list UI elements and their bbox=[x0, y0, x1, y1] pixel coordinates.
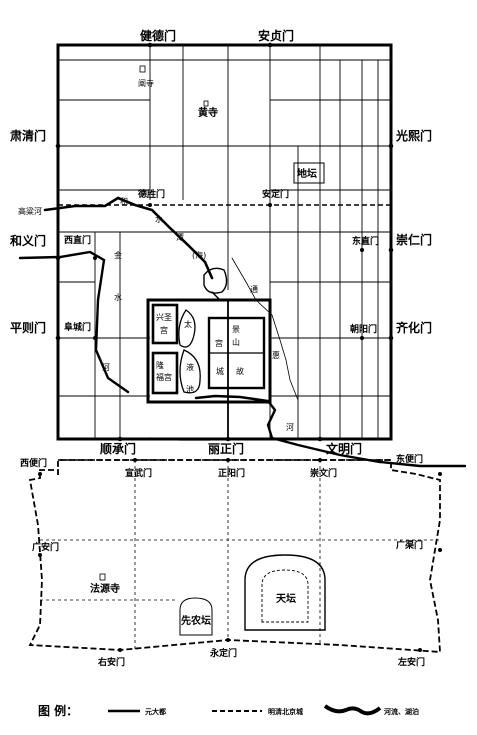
place-huangsi: 黄寺 bbox=[198, 106, 218, 119]
legend: 图 例： 元大都 明清北京城 河流、湖泊 bbox=[38, 703, 419, 718]
water-labels: 金 水 河 积 水 潭 (海) 通 惠 河 bbox=[102, 196, 294, 432]
gate-guangqu: 广渠门 bbox=[396, 539, 423, 551]
svg-text:积: 积 bbox=[120, 196, 128, 206]
gate-desheng: 德胜门 bbox=[138, 188, 165, 200]
place-xingsheng-2: 宫 bbox=[160, 325, 168, 335]
legend-yuan: 元大都 bbox=[145, 707, 166, 716]
gate-xizhi: 西直门 bbox=[64, 234, 91, 246]
yuan-dadu-wall bbox=[56, 43, 393, 441]
gate-lizheng: 丽正门 bbox=[208, 441, 244, 456]
place-xiannongtan: 先农坛 bbox=[181, 614, 211, 627]
svg-text:河: 河 bbox=[102, 362, 110, 372]
place-longfu-2: 福宫 bbox=[156, 372, 172, 382]
svg-text:通: 通 bbox=[250, 284, 258, 294]
gate-markers bbox=[38, 42, 442, 652]
gate-pingze: 平则门 bbox=[10, 320, 46, 335]
yuan-street-grid bbox=[58, 45, 391, 439]
ditan-altar bbox=[293, 162, 325, 184]
svg-text:金: 金 bbox=[114, 250, 122, 260]
gate-youan: 右安门 bbox=[97, 656, 125, 668]
gate-suqing: 肃清门 bbox=[10, 128, 46, 143]
gate-zuoan: 左安门 bbox=[397, 656, 425, 668]
legend-title: 图 例： bbox=[38, 703, 78, 718]
svg-text:宫: 宫 bbox=[215, 338, 223, 348]
svg-text:山: 山 bbox=[232, 337, 240, 347]
svg-text:故: 故 bbox=[236, 366, 244, 376]
gate-heyi: 和义门 bbox=[9, 233, 46, 248]
gate-shuncheng: 顺承门 bbox=[100, 441, 136, 456]
gate-fucheng: 阜城门 bbox=[64, 321, 91, 333]
gate-guangxi: 光熙门 bbox=[395, 128, 432, 143]
rivers-lakes bbox=[18, 196, 467, 468]
svg-text:池: 池 bbox=[186, 384, 194, 394]
gate-qihua: 齐化门 bbox=[396, 320, 432, 335]
gate-chongwen: 崇文门 bbox=[310, 467, 337, 479]
svg-text:液: 液 bbox=[186, 362, 194, 372]
place-ditan: 地坛 bbox=[297, 167, 317, 180]
gate-dongzhi: 东直门 bbox=[352, 235, 379, 247]
gate-xuanwu: 宣武门 bbox=[125, 467, 152, 479]
xiannongtan-altar bbox=[179, 597, 213, 636]
gate-anding: 安定门 bbox=[262, 188, 289, 200]
place-gaoliang: 高粱河 bbox=[18, 206, 42, 216]
svg-text:惠: 惠 bbox=[272, 350, 280, 360]
legend-ming: 明清北京城 bbox=[268, 707, 303, 716]
gate-guangan: 广安门 bbox=[32, 541, 59, 553]
ming-outer-city bbox=[28, 459, 441, 653]
svg-text:景: 景 bbox=[232, 325, 240, 334]
tiantan-altar bbox=[244, 554, 326, 631]
gate-dongbian: 东便门 bbox=[396, 453, 423, 465]
svg-text:潭: 潭 bbox=[176, 233, 184, 242]
svg-text:(海): (海) bbox=[192, 250, 206, 260]
svg-text:水: 水 bbox=[114, 292, 122, 302]
place-longfu-1: 隆 bbox=[156, 360, 164, 370]
place-fayuansi: 法源寺 bbox=[90, 582, 120, 595]
gate-chongren: 崇仁门 bbox=[396, 232, 432, 247]
palace-labels: 景 山 宫 城 故 太 液 池 bbox=[184, 319, 244, 394]
gate-xibian: 西便门 bbox=[20, 457, 47, 469]
gate-zhengyang: 正阳门 bbox=[218, 467, 245, 479]
temple-markers bbox=[99, 65, 209, 581]
gate-yongding: 永定门 bbox=[209, 647, 237, 659]
place-tiantan: 天坛 bbox=[276, 592, 296, 605]
place-xingsheng-1: 兴圣 bbox=[156, 313, 172, 322]
svg-text:城: 城 bbox=[216, 367, 224, 376]
gate-jiande: 健德门 bbox=[140, 28, 176, 43]
outer-city-streets bbox=[40, 460, 440, 650]
svg-text:太: 太 bbox=[184, 319, 192, 329]
svg-text:水: 水 bbox=[155, 214, 163, 224]
gate-chaoyang: 朝阳门 bbox=[350, 323, 377, 335]
svg-text:河: 河 bbox=[286, 422, 294, 432]
gate-anzhen: 安贞门 bbox=[258, 28, 294, 43]
palace-area bbox=[146, 298, 272, 439]
legend-water: 河流、湖泊 bbox=[384, 707, 419, 716]
legend-water-swatch bbox=[323, 704, 382, 716]
gate-wenming: 文明门 bbox=[326, 441, 362, 456]
place-chengsi: 阐寺 bbox=[138, 79, 154, 88]
